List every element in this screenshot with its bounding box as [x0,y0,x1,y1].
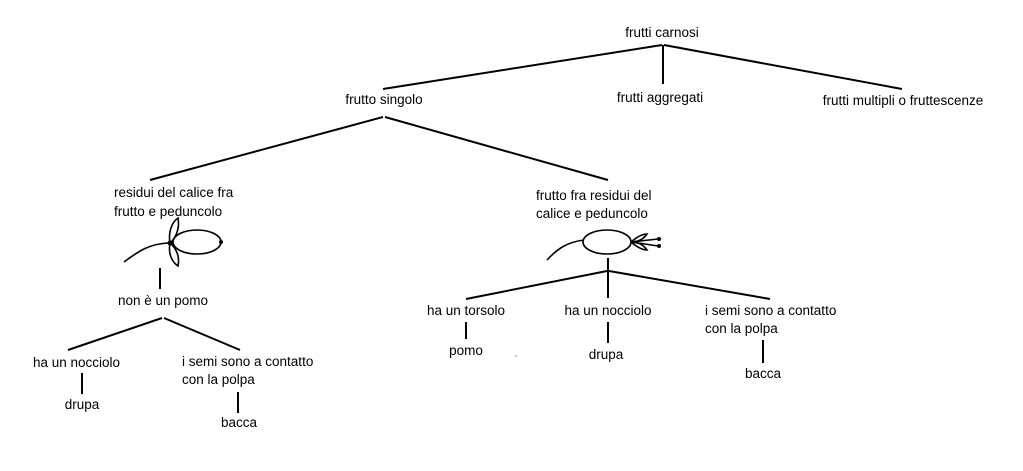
left-result-drupa: drupa [65,397,100,412]
fruit-sketch-calyx-base-icon [123,216,223,268]
right-child-semi-1: i semi sono a contatto [705,303,836,318]
left-branch-label-1: residui del calice fra [114,185,234,200]
right-child-nocciolo: ha un nocciolo [564,303,651,318]
root-node: frutti carnosi [625,25,699,40]
right-branch-label-1: frutto fra residui del [536,188,652,203]
right-branch-edges [465,258,771,300]
left-child-nocciolo: ha un nocciolo [33,355,120,370]
left-child-semi-2: con la polpa [182,372,255,387]
left-branch-label-2: frutto e peduncolo [114,204,222,219]
node-frutti-multipli: frutti multipli o fruttescenze [823,93,984,108]
node-frutto-singolo: frutto singolo [345,92,422,107]
node-frutti-aggregati: frutti aggregati [617,90,703,105]
single-edges [149,116,609,181]
right-child-torsolo: ha un torsolo [427,303,505,318]
root-edges [382,44,903,90]
right-result-bacca: bacca [745,366,782,381]
right-result-pomo: pomo [449,343,483,358]
non-pomo-edges [67,317,241,351]
right-branch-label-2: calice e peduncolo [536,206,648,221]
stray-dot [515,355,517,357]
left-child-semi-1: i semi sono a contatto [182,354,313,369]
fruit-sketch-calyx-top-icon [546,229,661,261]
right-child-semi-2: con la polpa [705,321,778,336]
left-result-bacca: bacca [221,415,258,430]
right-result-drupa: drupa [589,347,624,362]
node-non-pomo: non è un pomo [118,293,208,308]
